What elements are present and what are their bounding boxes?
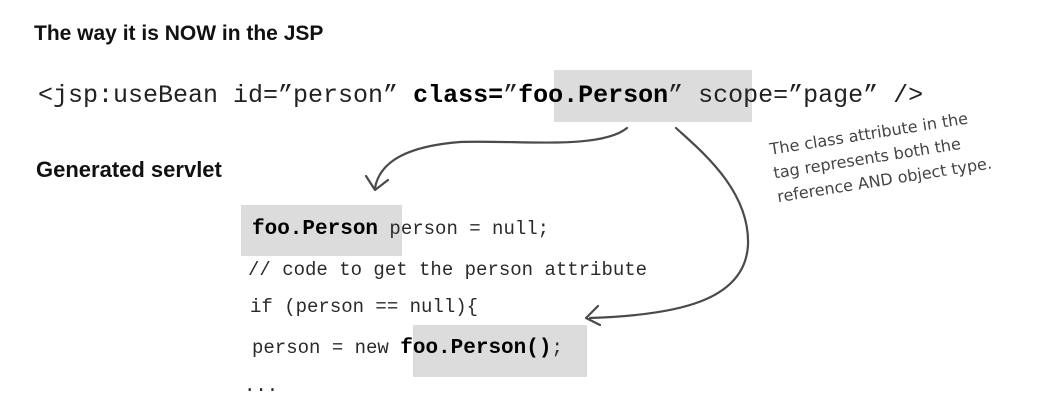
highlight-declaration-type xyxy=(241,205,402,256)
code-line-comment: // code to get the person attribute xyxy=(248,259,648,281)
code-new-prefix: person = new xyxy=(252,337,401,359)
code-constructor: foo.Person() xyxy=(400,337,552,360)
heading-jsp: The way it is NOW in the JSP xyxy=(34,22,324,45)
jsp-quote-close: ” xyxy=(668,81,684,110)
arrow-to-declaration xyxy=(373,126,629,190)
code-line-if: if (person == null){ xyxy=(250,296,479,318)
jsp-class-attribute: class= xyxy=(413,81,504,110)
highlight-constructor xyxy=(413,325,587,377)
jsp-prefix: <jsp:useBean id=”person” xyxy=(38,81,414,110)
jsp-usebean-line: <jsp:useBean id=”person” class=”foo.Pers… xyxy=(38,79,923,113)
code-line-declaration: foo.Person person = null; xyxy=(252,218,549,241)
jsp-suffix: scope=”page” /> xyxy=(683,81,924,110)
highlight-class-value xyxy=(554,70,752,122)
code-declaration-rest: person = null; xyxy=(378,218,550,240)
heading-generated-servlet: Generated servlet xyxy=(36,157,222,182)
code-line-new: person = new foo.Person(); xyxy=(252,337,563,360)
code-declaration-type: foo.Person xyxy=(252,218,379,241)
arrowhead-constructor xyxy=(584,304,602,327)
arrow-to-constructor xyxy=(588,126,750,320)
jsp-class-value: foo.Person xyxy=(518,81,669,110)
code-line-ellipsis: ... xyxy=(244,375,279,397)
arrowhead-declaration xyxy=(364,174,390,192)
jsp-quote-open: ” xyxy=(503,81,519,110)
code-new-semicolon: ; xyxy=(551,337,563,359)
